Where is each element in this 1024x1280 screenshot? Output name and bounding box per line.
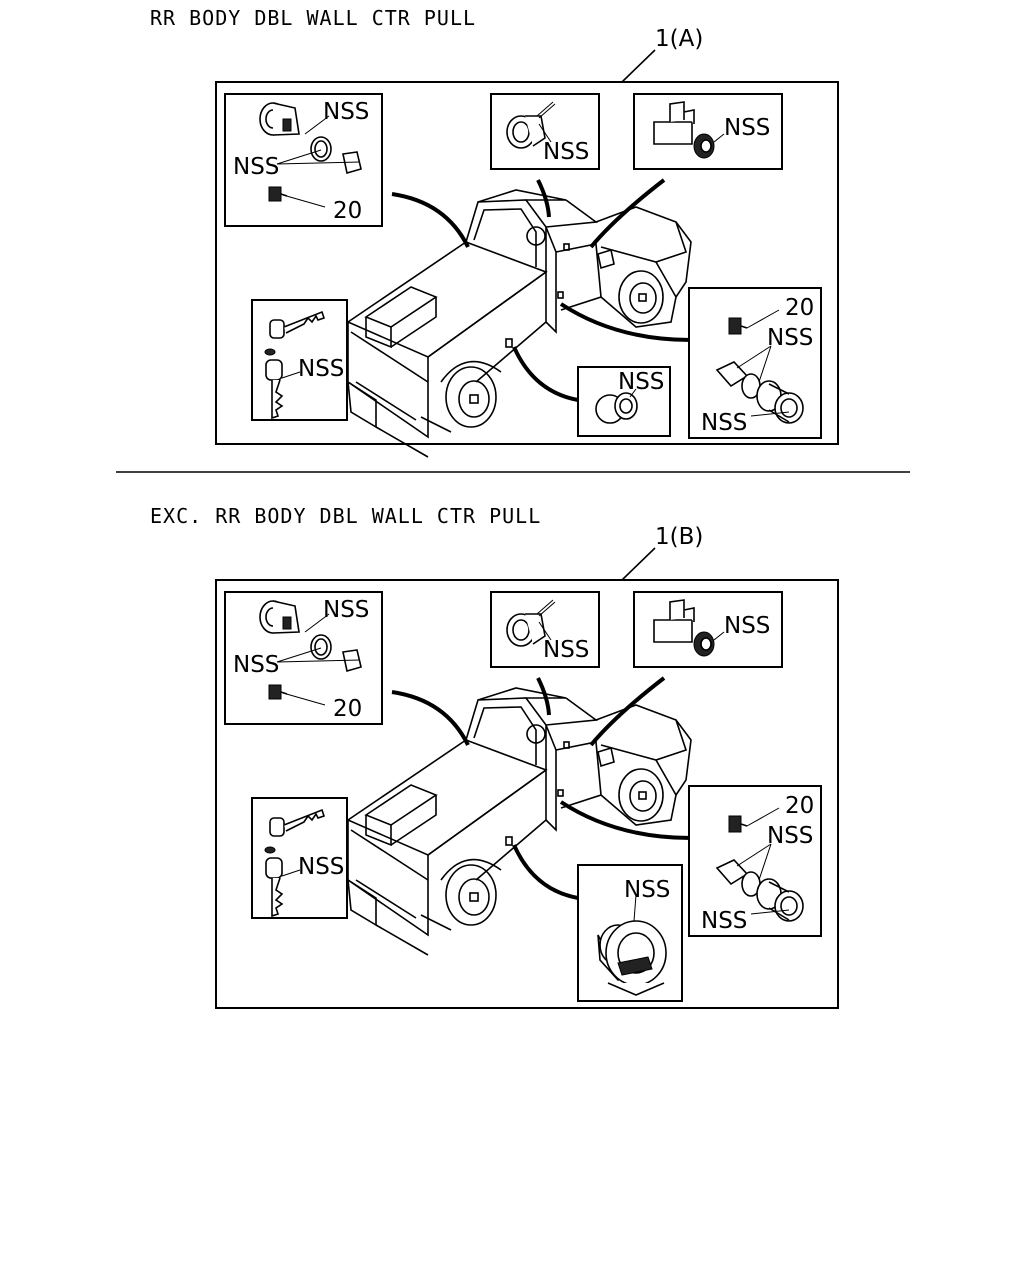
nss-label: NSS [323,99,369,125]
nss-label: NSS [323,597,369,623]
hatch-latch-box: NSS [633,591,783,668]
reference-label: 1(A) [655,26,703,52]
part-number-20: 20 [333,696,362,722]
lock-cylinder-box: NSS NSS 20 [224,93,383,227]
part-number-20: 20 [785,793,814,819]
nss-label: NSS [724,115,770,141]
ignition-cylinder-box: NSS [490,93,600,170]
keys-box: NSS [251,797,348,919]
door-lock-box: 20 NSS NSS [688,287,822,439]
nss-label: NSS [618,369,664,395]
nss-label: NSS [724,613,770,639]
reference-label: 1(B) [655,524,703,550]
nss-label: NSS [701,908,747,934]
nss-label: NSS [233,652,279,678]
nss-label: NSS [543,139,589,165]
part-number-20: 20 [785,295,814,321]
nss-label: NSS [701,410,747,436]
fuel-lid-lock-box: NSS [577,864,683,1002]
door-lock-box: 20 NSS NSS [688,785,822,937]
nss-label: NSS [233,154,279,180]
nss-label: NSS [767,325,813,351]
diagram-frame: NSS NSS 20 NSS NSS NSS [215,579,839,1009]
keys-box: NSS [251,299,348,421]
ignition-cylinder-box: NSS [490,591,600,668]
hatch-latch-box: NSS [633,93,783,170]
nss-label: NSS [543,637,589,663]
section-heading: RR BODY DBL WALL CTR PULL [150,6,476,30]
part-number-20: 20 [333,198,362,224]
nss-label: NSS [624,877,670,903]
section-b: EXC. RR BODY DBL WALL CTR PULL 1(B) NSS … [150,504,839,1009]
lock-cylinder-box: NSS NSS 20 [224,591,383,725]
nss-label: NSS [767,823,813,849]
fuel-lid-lock-box: NSS [577,366,671,437]
section-heading: EXC. RR BODY DBL WALL CTR PULL [150,504,541,528]
diagram-frame: NSS NSS 20 NSS NSS NSS [215,81,839,458]
nss-label: NSS [298,356,344,382]
section-a: RR BODY DBL WALL CTR PULL 1(A) NSS NSS 2… [150,6,839,458]
nss-label: NSS [298,854,344,880]
